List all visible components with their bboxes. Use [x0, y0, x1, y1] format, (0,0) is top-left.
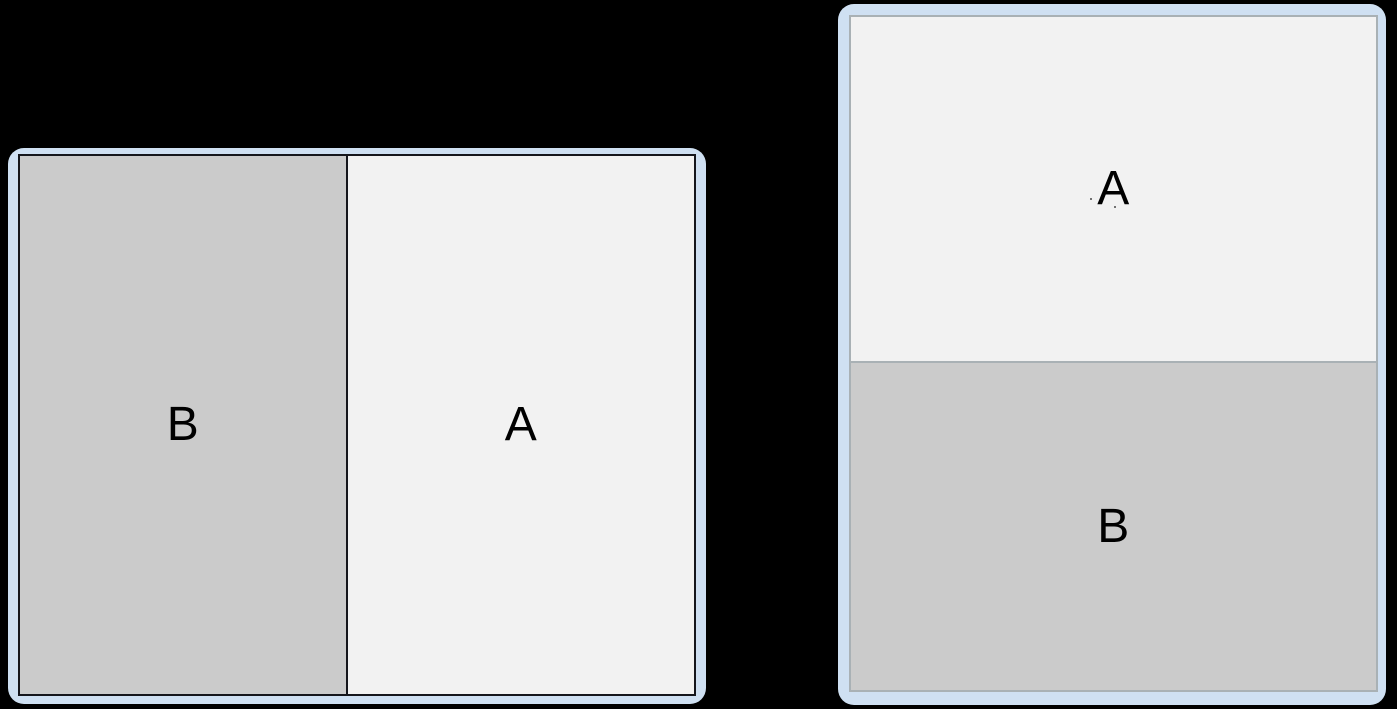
- pane-label-b-landscape: B: [166, 398, 200, 451]
- pane-b-portrait[interactable]: B: [851, 361, 1376, 690]
- landscape-device-frame[interactable]: B A: [8, 148, 706, 704]
- pane-b-landscape[interactable]: B: [20, 156, 346, 694]
- pane-label-a-portrait: A: [1097, 162, 1130, 216]
- pane-label-a-landscape: A: [504, 398, 538, 451]
- pane-a-portrait[interactable]: A: [851, 17, 1376, 362]
- render-artifact-speck: [1090, 198, 1092, 200]
- portrait-device-screen: A B: [849, 15, 1378, 692]
- render-artifact-speck: [1114, 206, 1116, 208]
- pane-label-b-portrait: B: [1097, 499, 1130, 553]
- portrait-device-frame[interactable]: A B: [838, 4, 1386, 705]
- landscape-device-screen: B A: [18, 154, 696, 696]
- pane-a-landscape[interactable]: A: [345, 156, 694, 694]
